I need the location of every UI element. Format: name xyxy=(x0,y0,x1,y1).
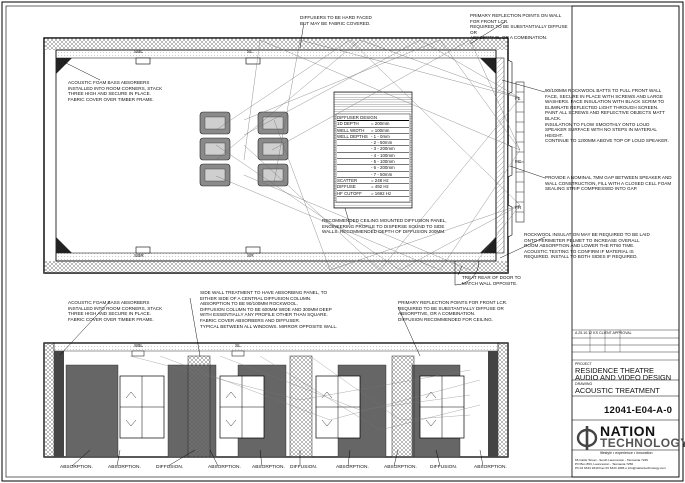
diffuser-table-row: - 7 - 50mm xyxy=(337,172,409,178)
note-bass-bottom: ACOUSTIC FOAM BASS ABSORBERS INSTALLED I… xyxy=(68,300,163,322)
project-title-line-2: AUDIO AND VIDEO DESIGN xyxy=(575,373,672,382)
diffuser-row-param: HF CUTOFF xyxy=(337,190,362,196)
elevation-label: ABSORPTION. xyxy=(252,465,285,470)
diffuser-table-title: DIFFUSER DESIGN xyxy=(337,115,409,122)
diffuser-table-row: - 4 - 100mm xyxy=(337,152,409,160)
revision-row: A 25.10.12 KS CLIENT APPROVAL xyxy=(575,331,632,335)
diffuser-row-param: 1D DEPTH xyxy=(337,121,359,127)
nation-technology-logo: NATION TECHNOLOGY xyxy=(576,423,685,453)
diffuser-table-row: WELL WIDTH = 100mm xyxy=(337,128,409,134)
elevation-label: ABSORPTION. xyxy=(336,465,369,470)
elevation-label: ABSORPTION. xyxy=(474,465,507,470)
diffuser-row-value: - 3 - 200mm xyxy=(371,146,395,152)
diffuser-row-value: - 7 - 50mm xyxy=(371,171,393,177)
speaker-fr-label: FR xyxy=(515,206,522,211)
phi-logo-icon xyxy=(576,426,598,450)
project-label: Project xyxy=(575,362,592,366)
elevation-label: ABSORPTION. xyxy=(60,465,93,470)
note-gap: PROVIDE A NOMINAL 7mm GAP BETWEEN SPEAKE… xyxy=(545,175,672,192)
elevation-label: ABSORPTION. xyxy=(384,465,417,470)
diffuser-row-param xyxy=(337,140,371,145)
title-block-frame xyxy=(571,5,680,478)
elevation-label: DIFFUSION. xyxy=(430,465,458,470)
leader-lines xyxy=(59,21,546,467)
diffuser-table-row: - 2 - 50mm xyxy=(337,140,409,147)
logo-tagline: lifestyle • experience • innovation xyxy=(600,451,653,455)
logo-word-nation: NATION xyxy=(600,423,656,439)
diffuser-table-row: HF CUTOFF = 1692 Hz xyxy=(337,191,409,197)
elevation-label: DIFFUSION. xyxy=(156,465,184,470)
elevation-sl-label: SL xyxy=(235,344,241,349)
note-treat-door: TREAT REAR OF DOOR TO MATCH WALL OPPOSIT… xyxy=(462,275,521,286)
diffuser-row-param xyxy=(337,153,371,158)
diffuser-row-param xyxy=(337,172,371,177)
note-primary-wall: PRIMARY REFLECTION POINTS ON WALL FOR FR… xyxy=(470,13,568,41)
diffuser-row-param: SCATTER xyxy=(337,177,358,183)
diffuser-row-value: - 2 - 50mm xyxy=(371,140,393,146)
diffuser-table-row: - 6 - 200mm xyxy=(337,165,409,172)
diffuser-table-row: - 5 - 100mm xyxy=(337,159,409,166)
speaker-sl-label: SL xyxy=(247,50,253,55)
note-diffusers-hard: DIFFUSERS TO BE HARD FACED BUT MAY BE FA… xyxy=(300,15,372,26)
project-title-line-1: RESIDENCE THEATRE xyxy=(575,366,654,375)
diffuser-row-param xyxy=(337,159,371,164)
speaker-sbr-label: SBR xyxy=(134,254,144,259)
diffuser-row-value: - 4 - 100mm xyxy=(371,152,395,158)
diffuser-row-param: WELL DEPTHS xyxy=(337,133,368,139)
diffuser-row-value: = 248 Hz xyxy=(371,177,389,183)
logo-word-technology: TECHNOLOGY xyxy=(600,436,685,450)
note-bass-top: ACOUSTIC FOAM BASS ABSORBERS INSTALLED I… xyxy=(68,80,163,102)
note-side-wall: SIDE WALL TREATMENT TO HAVE ABSORBING PA… xyxy=(200,290,338,329)
drawing-number: 12041-E04-A-0 xyxy=(604,405,673,416)
diffuser-row-value: - 6 - 200mm xyxy=(371,165,395,171)
diffuser-row-value: - 5 - 100mm xyxy=(371,159,395,165)
diffuser-row-value: - 1 - 0mm xyxy=(371,133,390,139)
diffuser-row-param: DIFFUSE xyxy=(337,184,356,190)
speaker-fc-label: FC xyxy=(515,160,522,165)
note-rockwool-batts: 90/100mm ROCKWOOL BATTS TO FULL FRONT WA… xyxy=(545,88,669,144)
note-ceiling-diffusion: RECOMMENDED CEILING MOUNTED DIFFUSION PA… xyxy=(322,218,447,235)
note-primary-ceiling: PRIMARY REFLECTION POINTS FOR FRONT LCR.… xyxy=(398,300,508,322)
diffuser-row-value: = 200mm xyxy=(371,121,390,127)
drawing-title: ACOUSTIC TREATMENT xyxy=(575,386,660,395)
company-address: 66 Cattle Street - South Launceston - Ta… xyxy=(575,458,666,470)
speaker-sr-label: SR xyxy=(247,254,254,259)
diffuser-row-param xyxy=(337,146,371,151)
diffuser-table-row: 1D DEPTH = 200mm xyxy=(337,121,409,128)
diffuser-row-value: = 1692 Hz xyxy=(371,190,392,196)
diffuser-row-value: = 492 Hz xyxy=(371,184,389,190)
drawing-label: Drawing xyxy=(575,382,593,386)
diffuser-table-row: WELL DEPTHS- 1 - 0mm xyxy=(337,133,409,141)
diffuser-table-row: SCATTER = 248 Hz xyxy=(337,177,409,185)
elevation-sbl-label: SBL xyxy=(134,344,144,349)
elevation-label: DIFFUSION. xyxy=(290,465,318,470)
diffuser-table-row: DIFFUSE = 492 Hz xyxy=(337,184,409,191)
diffuser-table-row: - 3 - 200mm xyxy=(337,146,409,153)
speaker-fl-label: FL xyxy=(515,97,521,102)
diffuser-row-param xyxy=(337,165,371,170)
diffuser-row-param: WELL WIDTH xyxy=(337,127,365,133)
speaker-sbl-label: SBL xyxy=(134,50,144,55)
elevation-label: ABSORPTION. xyxy=(208,465,241,470)
note-rockwool-insulation: ROCKWOOL INSULATION MAY BE REQUIRED TO B… xyxy=(524,232,650,260)
elevation-label: ABSORPTION. xyxy=(108,465,141,470)
elevation-view xyxy=(43,342,509,458)
diffuser-row-value: = 100mm xyxy=(371,127,390,133)
plan-view xyxy=(43,37,525,286)
